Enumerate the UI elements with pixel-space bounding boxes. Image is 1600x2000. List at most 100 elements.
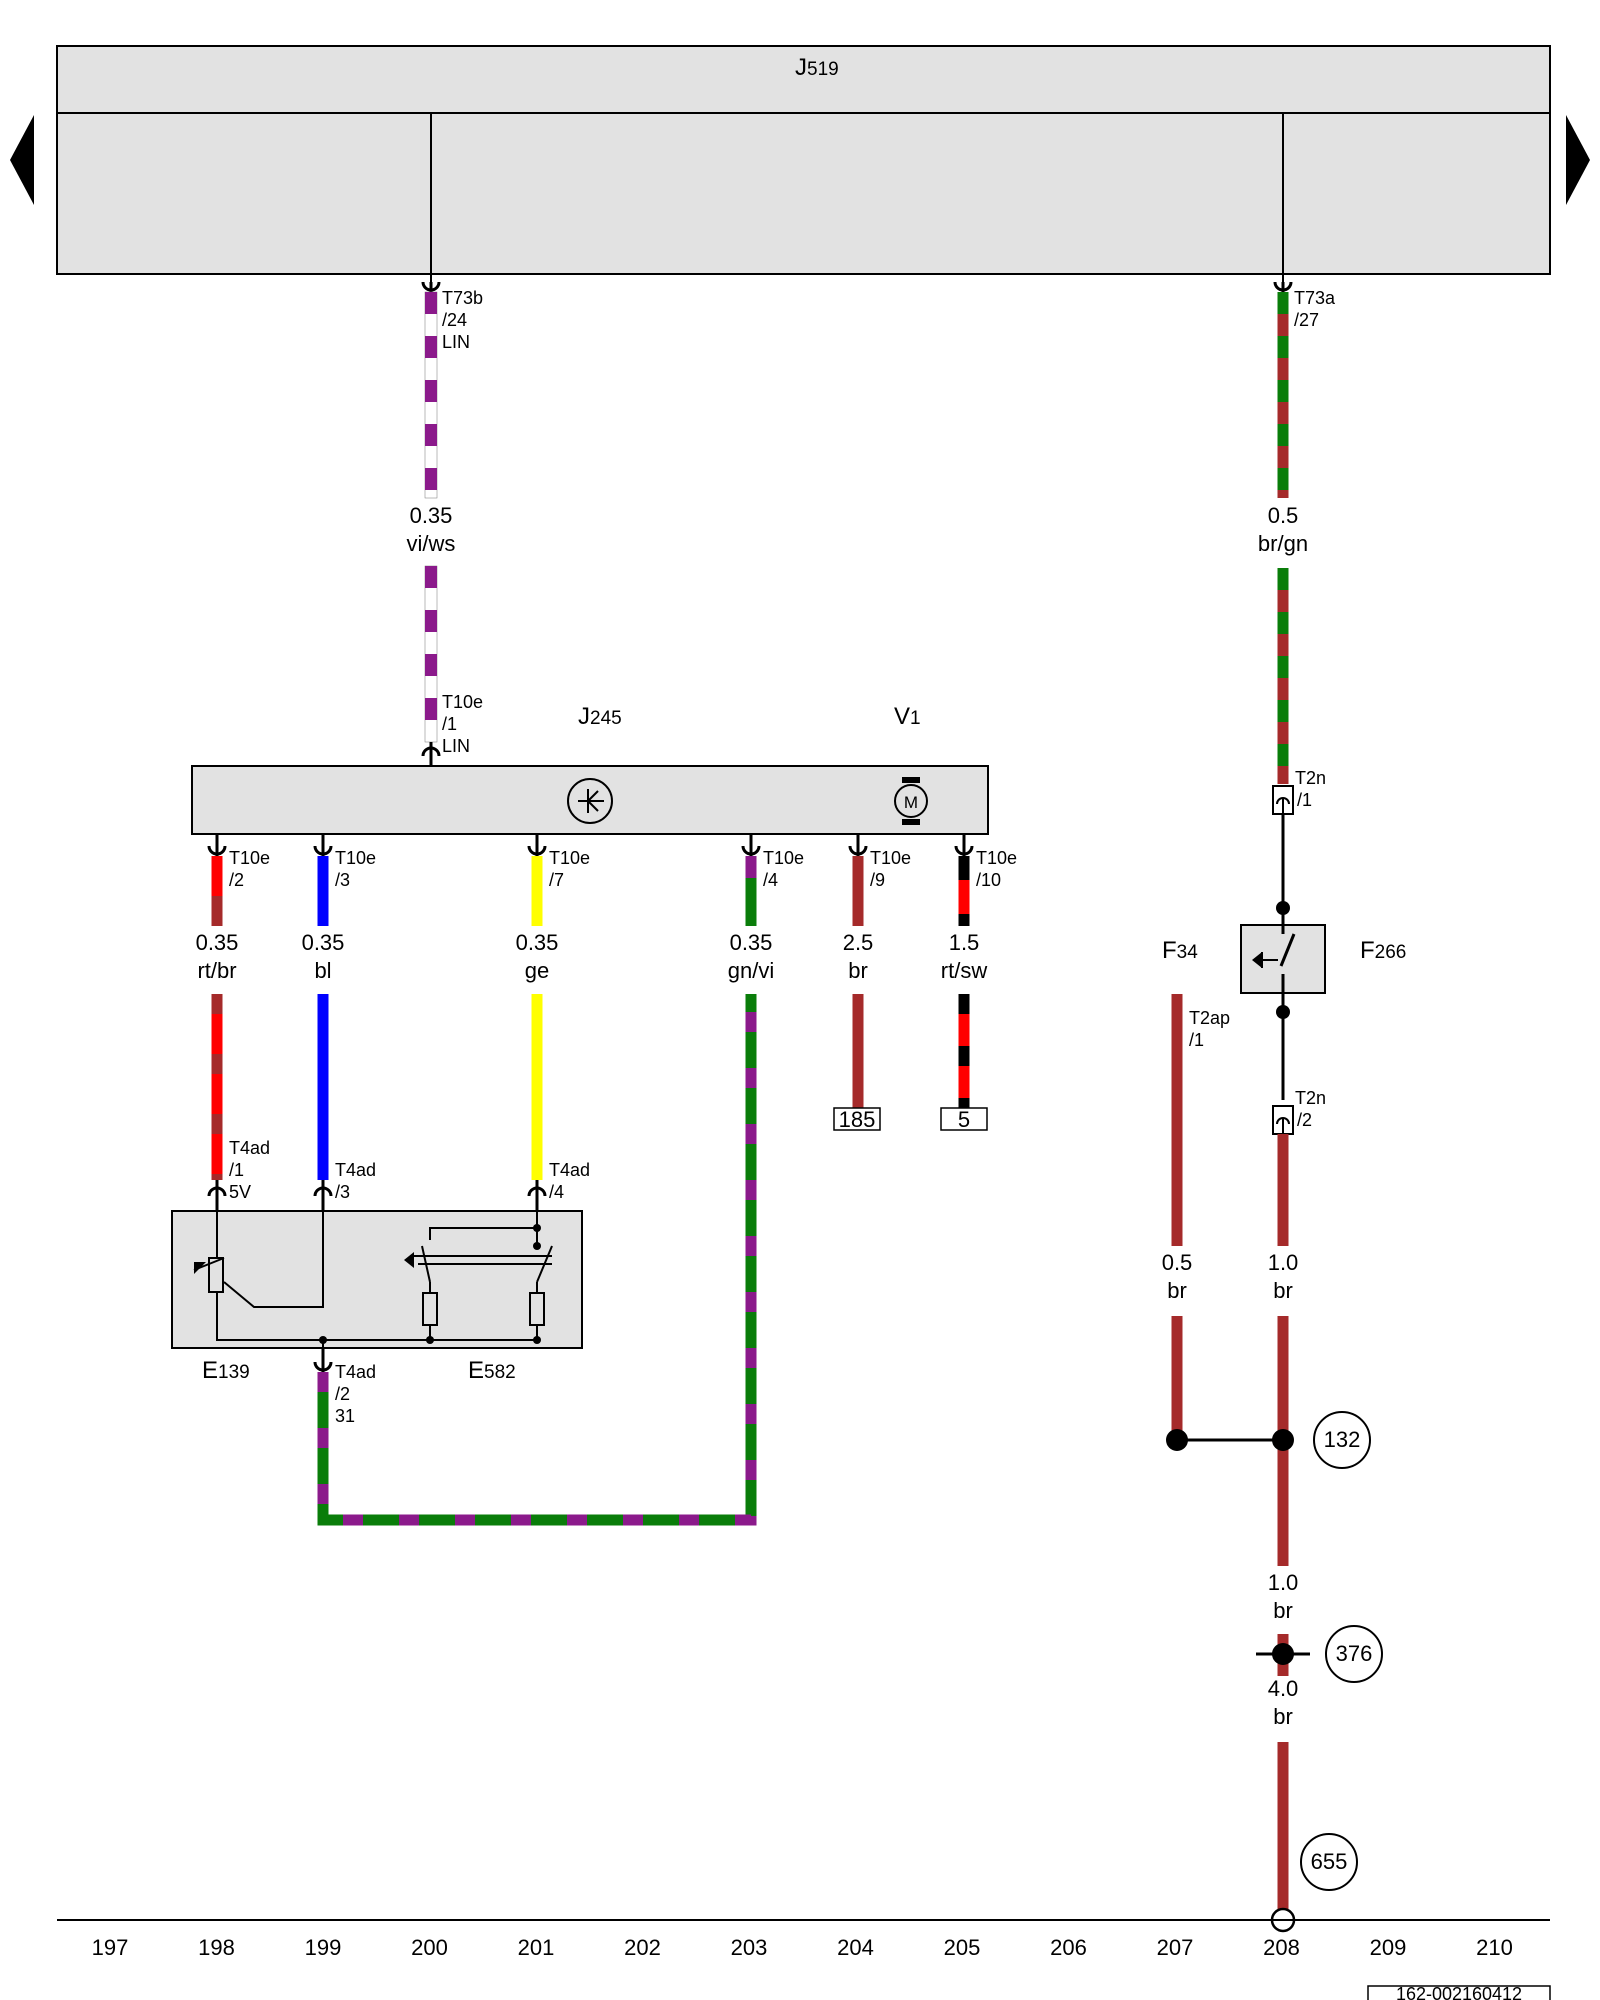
scale-number: 198 (198, 1935, 235, 1960)
wire-br-207: 0.5 br (1162, 994, 1193, 1440)
svg-text:T10e: T10e (976, 848, 1017, 868)
svg-text:M: M (904, 793, 918, 812)
junction-dot (1166, 1429, 1188, 1451)
prev-page-arrow[interactable] (10, 115, 34, 205)
switch-icon (319, 1210, 553, 1344)
svg-text:655: 655 (1311, 1849, 1348, 1874)
scale-number: 201 (518, 1935, 555, 1960)
svg-text:4.0: 4.0 (1268, 1676, 1299, 1701)
connector-t10e-3: T10e /3 (313, 834, 376, 890)
svg-text:/1: /1 (229, 1160, 244, 1180)
svg-text:1.0: 1.0 (1268, 1570, 1299, 1595)
scale-number: 200 (411, 1935, 448, 1960)
svg-text:0.5: 0.5 (1162, 1250, 1193, 1275)
next-page-arrow[interactable] (1566, 115, 1590, 205)
v1-label: V1 (894, 703, 921, 730)
svg-text:rt/sw: rt/sw (941, 958, 988, 983)
svg-text:br: br (1273, 1598, 1293, 1623)
e139-label: E139 (202, 1357, 250, 1384)
connector-t2ap-1: T2ap /1 (1189, 1008, 1230, 1050)
reference-5[interactable]: 5 (940, 1107, 988, 1132)
reference-376[interactable]: 376 (1325, 1625, 1383, 1683)
svg-text:/4: /4 (763, 870, 778, 890)
svg-text:0.35: 0.35 (302, 930, 345, 955)
svg-text:T4ad: T4ad (549, 1160, 590, 1180)
svg-text:br: br (1167, 1278, 1187, 1303)
svg-text:LIN: LIN (442, 736, 470, 756)
reference-132[interactable]: 132 (1313, 1411, 1371, 1469)
svg-text:/4: /4 (549, 1182, 564, 1202)
f266-switch: F266 (1240, 924, 1406, 994)
svg-text:T4ad: T4ad (335, 1362, 376, 1382)
scale-number: 202 (624, 1935, 661, 1960)
reference-185[interactable]: 185 (833, 1107, 881, 1132)
connector-t2n-2: T2n /2 (1272, 1088, 1326, 1135)
svg-text:132: 132 (1324, 1427, 1361, 1452)
connector-t4ad-1: T4ad /1 5V (207, 1138, 270, 1210)
e582-label: E582 (468, 1357, 516, 1384)
svg-text:ge: ge (525, 958, 549, 983)
svg-text:2.5: 2.5 (843, 930, 874, 955)
wire-gn-vi-loop (317, 994, 757, 1526)
svg-text:T73b: T73b (442, 288, 483, 308)
connector-t10e-1: T10e /1 LIN (421, 692, 483, 766)
connector-t73a: T73a /27 (1273, 281, 1336, 330)
connector-t10e-2: T10e /2 (207, 834, 270, 890)
svg-text:LIN: LIN (442, 332, 470, 352)
connector-t10e-10: T10e /10 (954, 834, 1017, 890)
svg-text:T10e: T10e (335, 848, 376, 868)
wire-labels-row: 0.35 rt/br 0.35 bl 0.35 ge 0.35 gn/vi 2.… (196, 930, 988, 983)
wire-br-208: 1.0 br 1.0 br 4.0 br (1268, 1134, 1299, 1910)
svg-text:/7: /7 (549, 870, 564, 890)
electronics-symbol-icon (567, 778, 613, 824)
svg-text:/2: /2 (335, 1384, 350, 1404)
scale-number: 208 (1263, 1935, 1300, 1960)
svg-text:rt/br: rt/br (197, 958, 236, 983)
svg-text:/24: /24 (442, 310, 467, 330)
connector-t73b: T73b /24 LIN (421, 281, 483, 352)
f34-label: F34 (1162, 937, 1198, 964)
reference-655[interactable]: 655 (1300, 1833, 1358, 1891)
svg-text:br/gn: br/gn (1258, 531, 1308, 556)
j519-control-unit: J519 (56, 45, 1551, 282)
svg-text:/1: /1 (1189, 1030, 1204, 1050)
svg-text:T4ad: T4ad (229, 1138, 270, 1158)
svg-text:/9: /9 (870, 870, 885, 890)
svg-text:gn/vi: gn/vi (728, 958, 774, 983)
scale-number: 210 (1476, 1935, 1513, 1960)
svg-text:T2n: T2n (1295, 1088, 1326, 1108)
junction-dot (1272, 1429, 1294, 1451)
scale-number: 197 (92, 1935, 129, 1960)
svg-text:br: br (1273, 1278, 1293, 1303)
scale-number: 209 (1370, 1935, 1407, 1960)
wire-vi-ws: 0.35 vi/ws (407, 291, 455, 743)
scale-number: 206 (1050, 1935, 1087, 1960)
scale-number: 204 (837, 1935, 874, 1960)
svg-text:1.0: 1.0 (1268, 1250, 1299, 1275)
svg-text:/27: /27 (1294, 310, 1319, 330)
svg-text:T4ad: T4ad (335, 1160, 376, 1180)
svg-text:/3: /3 (335, 1182, 350, 1202)
svg-text:5: 5 (958, 1107, 970, 1132)
scale-number: 203 (731, 1935, 768, 1960)
wire-br-gn: 0.5 br/gn (1258, 292, 1308, 784)
svg-text:/2: /2 (229, 870, 244, 890)
connector-t10e-9: T10e /9 (848, 834, 911, 890)
j519-label: J519 (795, 54, 839, 81)
svg-text:/3: /3 (335, 870, 350, 890)
svg-text:br: br (848, 958, 868, 983)
junction-dot (1276, 1005, 1290, 1019)
j245-label: J245 (578, 703, 622, 730)
svg-text:1.5: 1.5 (949, 930, 980, 955)
svg-text:185: 185 (839, 1107, 876, 1132)
scale-number: 207 (1157, 1935, 1194, 1960)
connector-t4ad-3: T4ad /3 (313, 1160, 376, 1210)
document-number: 162-002160412 (1367, 1984, 1551, 2000)
svg-text:0.35: 0.35 (196, 930, 239, 955)
connector-t4ad-2: T4ad /2 31 (313, 1348, 376, 1426)
svg-text:162-002160412: 162-002160412 (1396, 1984, 1522, 2000)
svg-text:T2n: T2n (1295, 768, 1326, 788)
svg-text:/1: /1 (1297, 790, 1312, 810)
svg-text:/2: /2 (1297, 1110, 1312, 1130)
